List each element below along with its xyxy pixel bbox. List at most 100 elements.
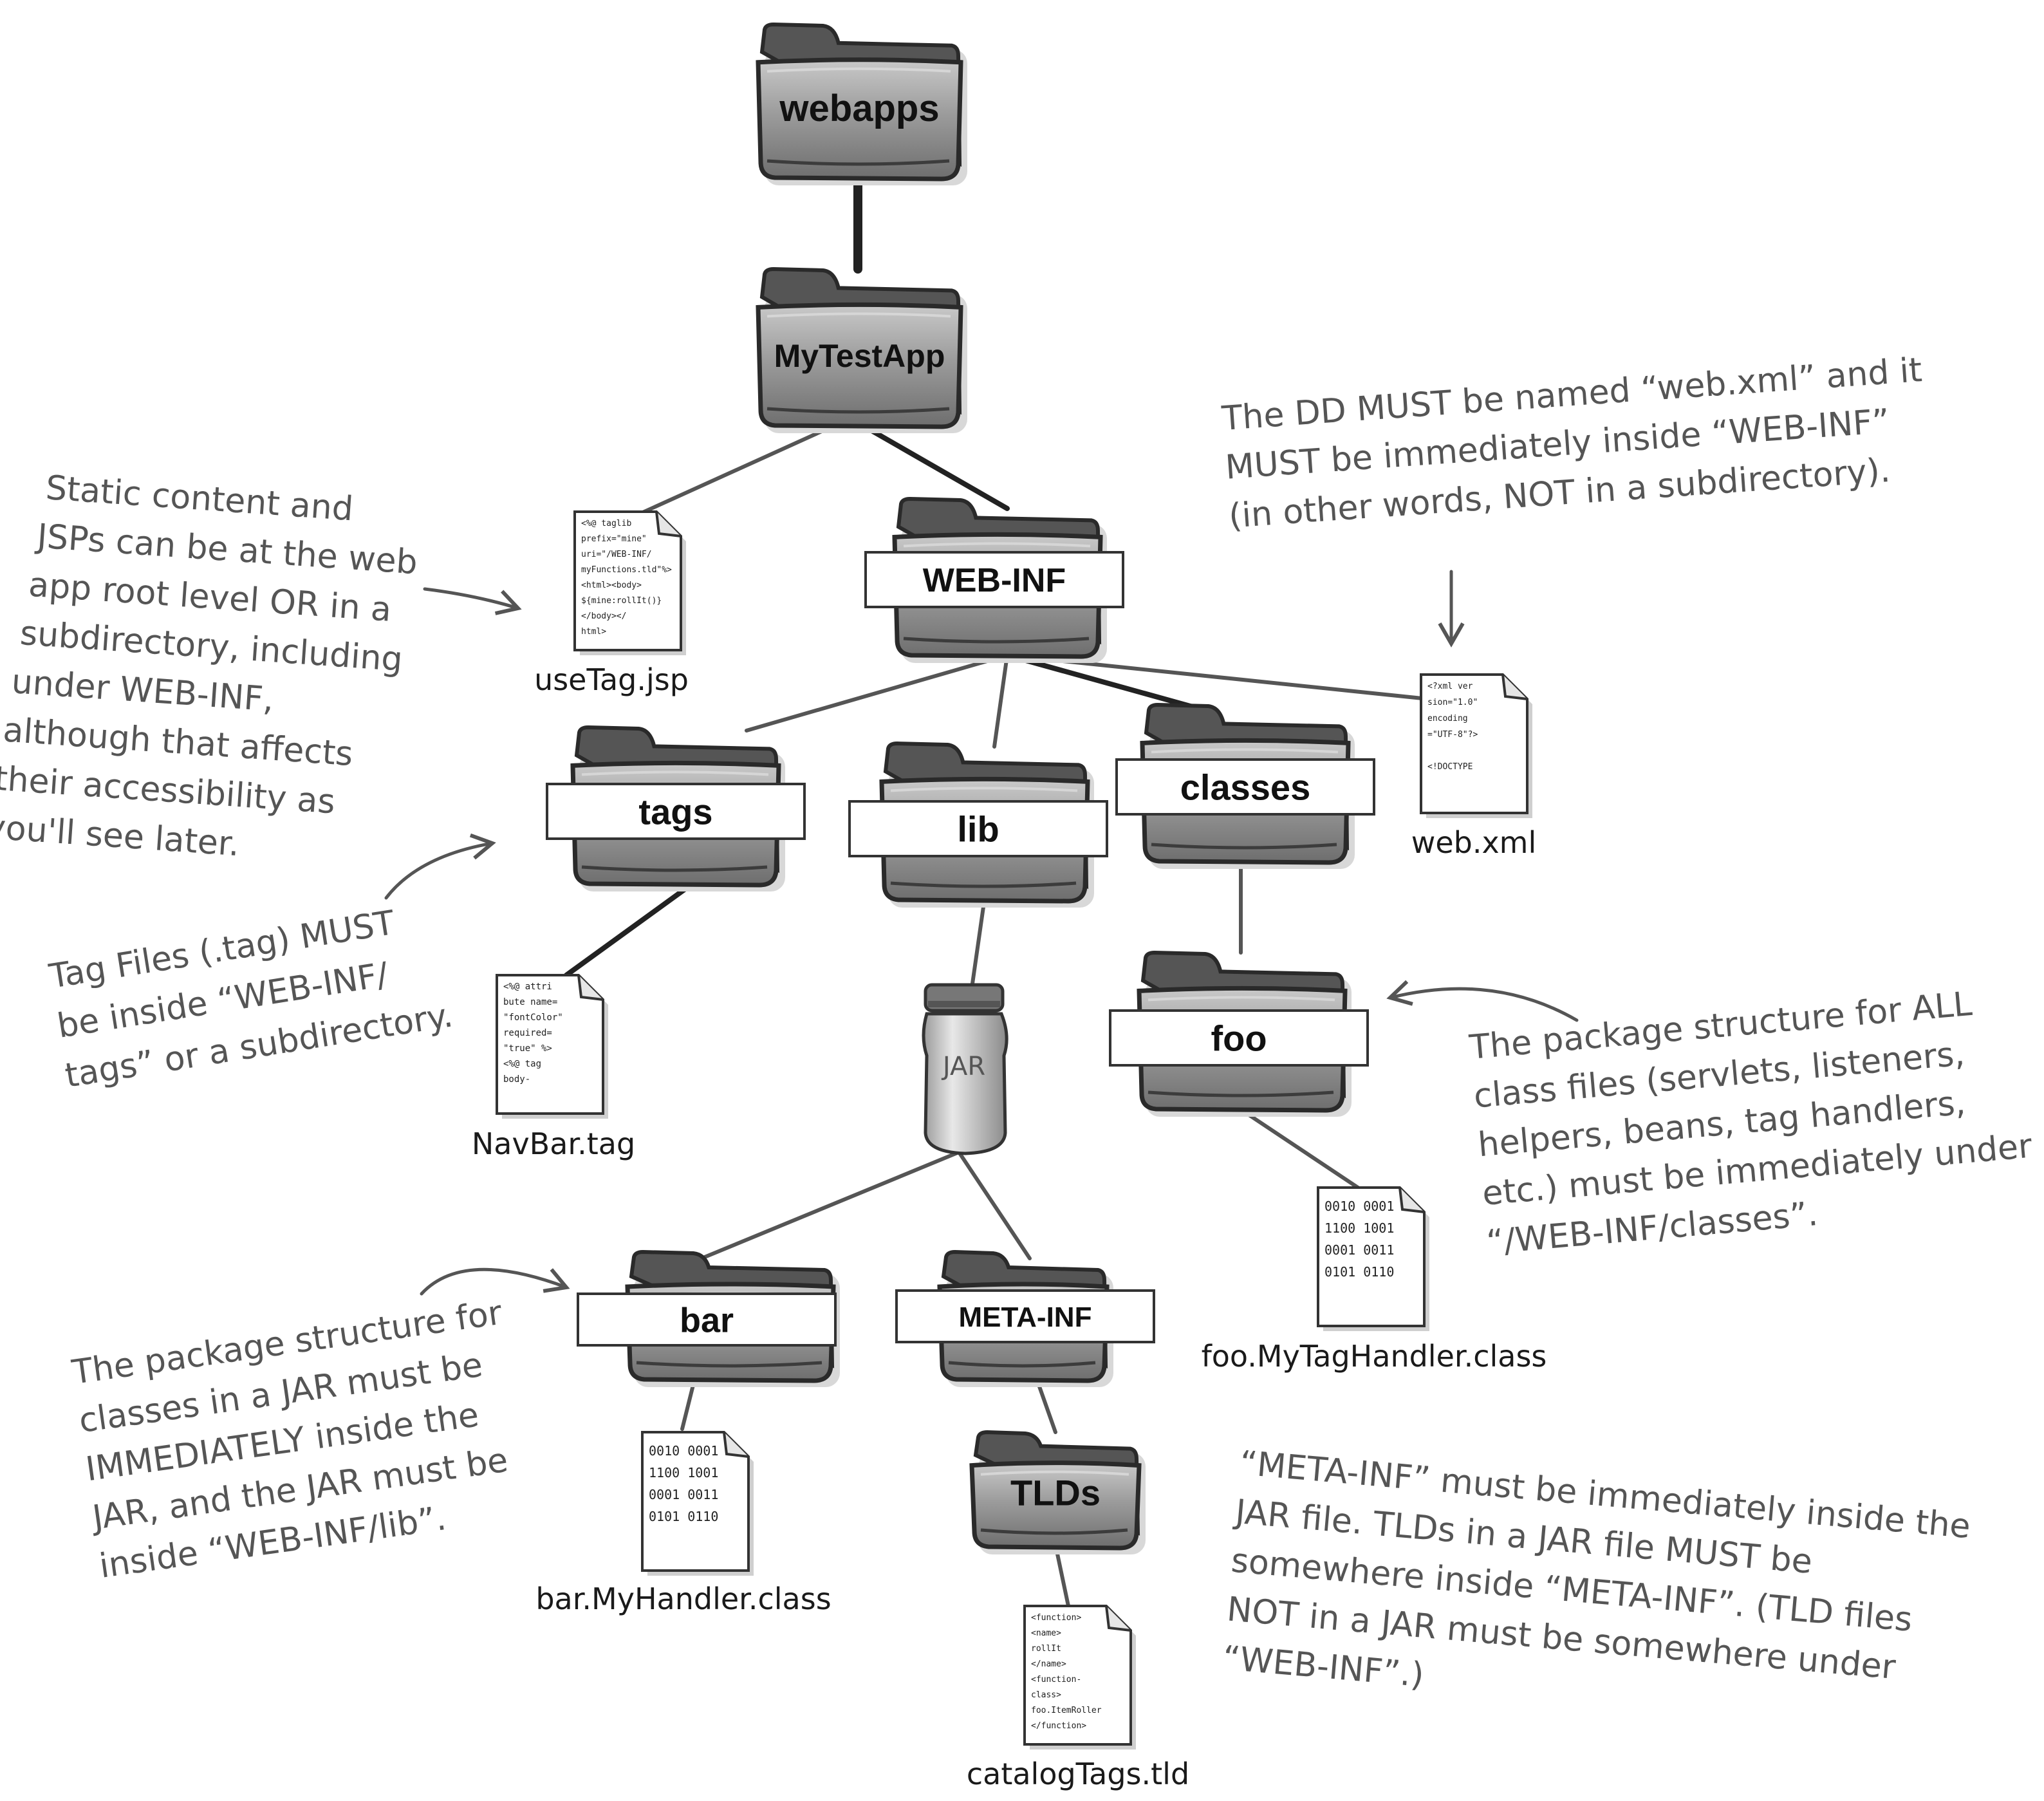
- file-content: 0010 0001 1100 1001 0001 0011 0101 0110: [649, 1443, 718, 1524]
- folder-label: WEB-INF: [923, 562, 1066, 599]
- file-content-line: </name>: [1031, 1659, 1066, 1669]
- jar-icon: JAR: [922, 983, 1008, 1155]
- file-content-line: 0101 0110: [1324, 1264, 1394, 1280]
- file-content: <function><name>rollIt</name><function-c…: [1031, 1613, 1102, 1731]
- file-content-line: 0001 0011: [1324, 1242, 1394, 1258]
- file-content-line: 0010 0001: [649, 1443, 718, 1459]
- file-webxml[interactable]: <?xml version="1.0"encoding="UTF-8"?><!D…: [1411, 673, 1537, 860]
- folder-classes[interactable]: classes: [1115, 702, 1375, 869]
- document-icon: [1420, 673, 1532, 818]
- note-dd: The DD MUST be named “web.xml” and itMUS…: [1220, 351, 1924, 536]
- document-icon: [641, 1431, 754, 1576]
- folder-label: TLDs: [1010, 1473, 1101, 1513]
- connector-tags-navbar: [564, 879, 698, 978]
- file-content-line: 0101 0110: [649, 1509, 718, 1524]
- file-content-line: 1100 1001: [649, 1465, 718, 1480]
- connector-jar-metainf: [957, 1150, 1032, 1260]
- connector-webinf-classes: [1005, 653, 1200, 711]
- file-content: <%@ attri bute name= "fontColor" required= "…: [503, 982, 563, 1085]
- file-content-line: 0001 0011: [649, 1487, 718, 1502]
- note-line: you'll see later.: [0, 808, 241, 864]
- file-content-line: <html><body>: [581, 581, 642, 590]
- folder-label-box: [864, 551, 1124, 608]
- note-line: under WEB-INF,: [10, 662, 275, 719]
- folder-label: lib: [957, 809, 999, 850]
- folder-label: webapps: [779, 88, 939, 129]
- files: <%@ taglibprefix="mine"uri="/WEB-INF/myF…: [472, 510, 1547, 1791]
- folder-label-box: [895, 1289, 1155, 1343]
- folder-label: META-INF: [959, 1302, 1092, 1333]
- note-metainf: “META-INF” must be immediately inside th…: [1221, 1444, 1972, 1695]
- file-content-line: </body></: [581, 611, 626, 621]
- folder-lib[interactable]: lib: [848, 741, 1108, 908]
- file-content-line: <?xml ver: [1427, 682, 1473, 691]
- folder-label-box: [848, 800, 1108, 857]
- connector-jar-bar: [700, 1150, 961, 1260]
- folder-meta-inf[interactable]: META-INF: [895, 1249, 1155, 1387]
- folder-bar[interactable]: bar: [577, 1249, 840, 1387]
- connector-mytestapp-usetag: [635, 420, 845, 517]
- file-content-line: html>: [581, 627, 606, 637]
- folder-label: tags: [638, 792, 712, 832]
- note-line: Static content and: [44, 469, 355, 528]
- file-content-line: class>: [1031, 1690, 1061, 1700]
- folder-tlds[interactable]: TLDs: [969, 1430, 1146, 1554]
- file-navbar[interactable]: <%@ attri bute name= "fontColor" required= "…: [472, 974, 635, 1161]
- connector-foo-fooclass: [1240, 1108, 1360, 1190]
- file-content-line: uri="/WEB-INF/: [581, 550, 652, 559]
- folder-tags[interactable]: tags: [546, 725, 806, 891]
- file-name: catalogTags.tld: [967, 1757, 1189, 1791]
- folder-label: classes: [1180, 767, 1310, 808]
- file-content-line: sion="1.0": [1427, 698, 1478, 707]
- folder-label: bar: [680, 1301, 734, 1339]
- file-content: <?xml version="1.0"encoding="UTF-8"?><!D…: [1427, 682, 1478, 772]
- folder-web-inf[interactable]: WEB-INF: [864, 496, 1124, 663]
- file-content-line: "true" %>: [503, 1043, 552, 1054]
- document-icon: [496, 974, 608, 1119]
- folder-label-box: [546, 783, 806, 840]
- file-name: useTag.jsp: [534, 662, 689, 697]
- jar-label: JAR: [941, 1052, 985, 1081]
- connector-webinf-tags: [745, 653, 1009, 733]
- file-content-line: myFunctions.tld"%>: [581, 565, 672, 575]
- folder-foo[interactable]: foo: [1109, 950, 1369, 1117]
- file-name: NavBar.tag: [472, 1126, 635, 1161]
- arrow-icon: [423, 587, 522, 615]
- folder-label-box: [1109, 1009, 1369, 1067]
- file-content-line: <%@ tag: [503, 1059, 541, 1069]
- file-usetag[interactable]: <%@ taglibprefix="mine"uri="/WEB-INF/myF…: [534, 510, 689, 697]
- folder-icon: [969, 1430, 1146, 1554]
- file-catalog[interactable]: <function><name>rollIt</name><function-c…: [967, 1605, 1189, 1791]
- tree-connectors: [564, 169, 1424, 1608]
- arrow-icon: [384, 833, 496, 900]
- file-content-line: </function>: [1031, 1721, 1086, 1731]
- file-content-line: <%@ attri: [503, 982, 552, 992]
- connector-lib-jar: [970, 896, 987, 990]
- file-content-line: 0010 0001: [1324, 1199, 1394, 1214]
- connector-mytestapp-webinf: [853, 419, 1010, 511]
- file-content-line: foo.ItemRoller: [1031, 1706, 1102, 1715]
- file-content-line: "fontColor": [503, 1012, 563, 1023]
- file-content-line: bute name=: [503, 997, 557, 1007]
- file-content-line: required=: [503, 1028, 552, 1038]
- folder-mytestapp[interactable]: MyTestApp: [756, 266, 967, 433]
- folder-webapps[interactable]: webapps: [756, 22, 967, 185]
- folder-icon: [756, 266, 967, 433]
- folder-label: MyTestApp: [774, 338, 945, 374]
- file-content-line: <function>: [1031, 1613, 1081, 1623]
- file-content-line: ${mine:rollIt()}: [581, 596, 662, 606]
- file-content-line: <!DOCTYPE: [1427, 762, 1473, 772]
- file-name: web.xml: [1411, 825, 1537, 860]
- document-icon: [1317, 1186, 1429, 1331]
- file-content-line: <function-: [1031, 1675, 1081, 1684]
- connector-tlds-catalog: [1054, 1543, 1070, 1608]
